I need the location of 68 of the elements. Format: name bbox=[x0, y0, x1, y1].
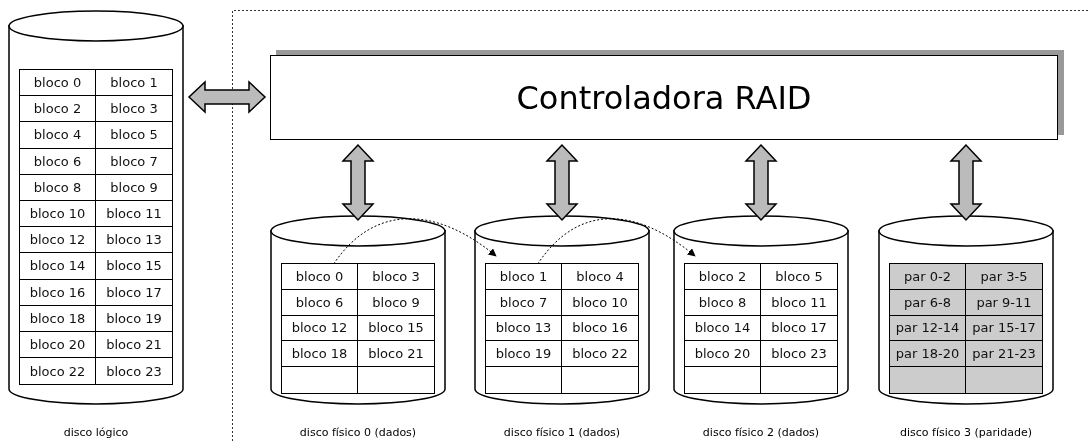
table-entry: bloco 4 bbox=[20, 122, 96, 149]
table-entry: bloco 23 bbox=[761, 341, 837, 368]
table-entry: bloco 8 bbox=[685, 289, 761, 316]
table-entry: bloco 6 bbox=[20, 148, 96, 175]
table-entry: bloco 11 bbox=[761, 289, 837, 316]
double-arrow bbox=[545, 143, 579, 222]
disk-caption: disco físico 2 (dados) bbox=[701, 426, 821, 439]
disk-caption: disco físico 1 (dados) bbox=[502, 426, 622, 439]
table-entry: bloco 17 bbox=[96, 279, 172, 306]
table-entry: bloco 2 bbox=[685, 264, 761, 290]
table-entry: bloco 11 bbox=[96, 200, 172, 228]
table-entry: bloco 16 bbox=[562, 315, 638, 342]
table-entry: par 21-23 bbox=[966, 341, 1042, 368]
table-entry: par 3-5 bbox=[966, 264, 1042, 290]
table-entry: bloco 15 bbox=[96, 253, 172, 280]
table-entry: bloco 23 bbox=[105, 362, 163, 381]
double-arrow bbox=[744, 143, 778, 222]
table-entry: bloco 13 bbox=[486, 315, 562, 342]
table-entry: bloco 1 bbox=[96, 70, 172, 97]
table-entry: bloco 10 bbox=[562, 289, 638, 316]
table-entry: bloco 12 bbox=[282, 315, 358, 342]
disk-caption: disco físico 0 (dados) bbox=[298, 426, 418, 439]
table-entry: bloco 16 bbox=[20, 279, 96, 306]
disk-caption: disco físico 3 (paridade) bbox=[899, 426, 1033, 439]
disk-caption: disco lógico bbox=[62, 426, 130, 439]
table-entry: bloco 2 bbox=[20, 96, 96, 123]
table-entry: par 15-17 bbox=[966, 315, 1042, 342]
table-entry: bloco 17 bbox=[761, 315, 837, 342]
table-entry: bloco 22 bbox=[562, 341, 638, 368]
table-entry: bloco 14 bbox=[685, 315, 761, 342]
table-entry: bloco 20 bbox=[20, 331, 96, 359]
table-entry: bloco 14 bbox=[20, 253, 96, 280]
table-entry: bloco 9 bbox=[358, 289, 434, 316]
table-entry: bloco 15 bbox=[358, 315, 434, 342]
table-entry: bloco 9 bbox=[96, 174, 172, 201]
table-entry: bloco 19 bbox=[96, 305, 172, 332]
table-entry: bloco 7 bbox=[486, 289, 562, 316]
table-entry: bloco 5 bbox=[761, 264, 837, 290]
table-entry: bloco 21 bbox=[96, 331, 172, 359]
table-entry: bloco 20 bbox=[685, 341, 761, 368]
double-arrow bbox=[949, 143, 983, 222]
table-entry: bloco 3 bbox=[358, 264, 434, 290]
table-entry: bloco 7 bbox=[96, 148, 172, 175]
table-entry: par 18-20 bbox=[890, 341, 966, 368]
table-entry: par 12-14 bbox=[890, 315, 966, 342]
table-entry: bloco 19 bbox=[486, 341, 562, 368]
dotted-arrow bbox=[537, 218, 696, 265]
table-entry: bloco 8 bbox=[20, 174, 96, 201]
table-entry: par 0-2 bbox=[890, 264, 966, 290]
table-entry: bloco 5 bbox=[96, 122, 172, 149]
table-entry: bloco 0 bbox=[20, 70, 96, 97]
table-entry: bloco 13 bbox=[96, 227, 172, 254]
table-entry: bloco 12 bbox=[20, 227, 96, 254]
table-entry: par 9-11 bbox=[966, 289, 1042, 316]
table-entry: bloco 21 bbox=[358, 341, 434, 368]
table-entry: bloco 6 bbox=[282, 289, 358, 316]
double-arrow bbox=[187, 80, 267, 114]
table-entry: bloco 0 bbox=[282, 264, 358, 290]
table-entry: par 6-8 bbox=[890, 289, 966, 316]
table-entry: bloco 10 bbox=[20, 200, 96, 228]
table-entry: bloco 1 bbox=[486, 264, 562, 290]
double-arrow bbox=[341, 143, 375, 222]
table-entry: bloco 22 bbox=[20, 358, 96, 385]
table-entry: bloco 3 bbox=[96, 96, 172, 123]
table-entry: bloco 18 bbox=[20, 305, 96, 332]
dotted-arrow bbox=[333, 218, 497, 265]
table-entry: bloco 4 bbox=[562, 264, 638, 290]
table-entry: bloco 18 bbox=[282, 341, 358, 368]
